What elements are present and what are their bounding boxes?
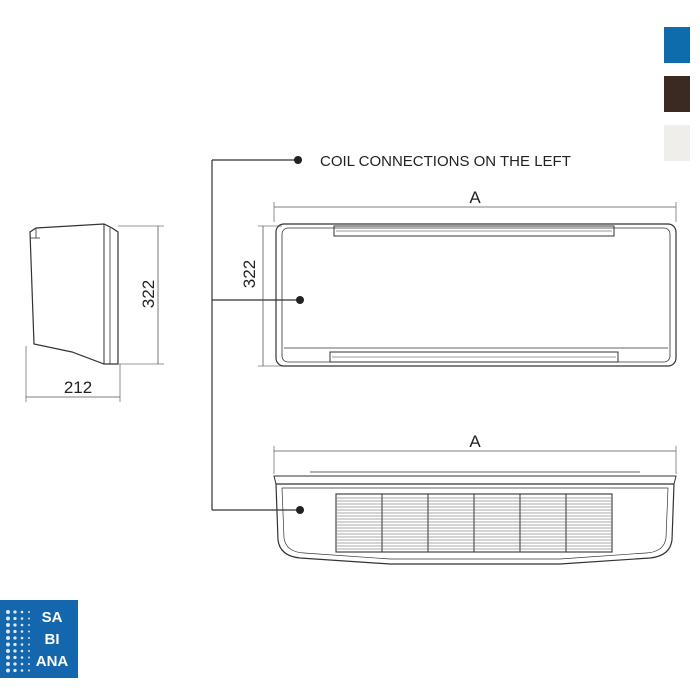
logo-dot (28, 611, 30, 613)
logo-dot (13, 610, 17, 614)
logo-dot (20, 669, 24, 672)
logo-dot (6, 629, 10, 634)
logo-dot (28, 643, 30, 646)
logo-dot (20, 662, 24, 666)
logo-dot (13, 636, 17, 640)
logo-dot (20, 610, 24, 614)
bottom-width-label: A (469, 432, 481, 451)
logo-dot (13, 623, 17, 627)
coil-connections-note: COIL CONNECTIONS ON THE LEFT (320, 153, 571, 170)
logo-dot (28, 630, 30, 633)
side-height-label: 322 (139, 280, 158, 308)
leader-dot-front (296, 296, 304, 304)
logo-dot (6, 649, 10, 653)
front-height-label: 322 (240, 260, 259, 288)
leader-dot-bottom (296, 506, 304, 514)
logo-dot (20, 617, 24, 620)
logo-dot (20, 636, 24, 640)
logo-dot (28, 669, 30, 672)
bottom-view (273, 446, 677, 565)
logo-dot (13, 649, 17, 653)
sabiana-logo: SA BI ANA (0, 600, 78, 678)
logo-text-line-2: BI (45, 631, 60, 648)
logo-dot (20, 649, 24, 653)
logo-dot (6, 616, 10, 621)
logo-dot (20, 623, 24, 627)
logo-dot (6, 642, 10, 647)
color-swatch-white[interactable] (664, 125, 690, 161)
logo-dot (28, 637, 30, 639)
coil-connection-leader (211, 159, 300, 511)
logo-dot (13, 655, 17, 660)
leader-dot-top (294, 156, 302, 164)
logo-dot (28, 624, 30, 626)
color-swatch-blue[interactable] (664, 27, 690, 63)
logo-dot (28, 663, 30, 665)
logo-dot (6, 662, 10, 666)
front-view (258, 202, 677, 367)
logo-text-line-1: SA (42, 609, 63, 626)
logo-text-line-3: ANA (36, 653, 69, 670)
logo-dot (13, 668, 17, 673)
logo-dot (13, 616, 17, 621)
side-depth-label: 212 (64, 378, 92, 397)
logo-dot (20, 630, 24, 633)
logo-dot (28, 656, 30, 659)
front-width-label: A (469, 188, 481, 207)
color-swatch-brown[interactable] (664, 76, 690, 112)
logo-dot (13, 642, 17, 647)
logo-dot (6, 636, 10, 640)
logo-dot (6, 610, 10, 614)
logo-dot (6, 623, 10, 627)
logo-dot (13, 629, 17, 634)
logo-dot (28, 617, 30, 620)
logo-dot (20, 656, 24, 659)
logo-dot (28, 650, 30, 652)
side-view (25, 223, 164, 402)
logo-dot (20, 643, 24, 646)
logo-dot (6, 655, 10, 660)
logo-dot (6, 668, 10, 673)
logo-dot (13, 662, 17, 666)
